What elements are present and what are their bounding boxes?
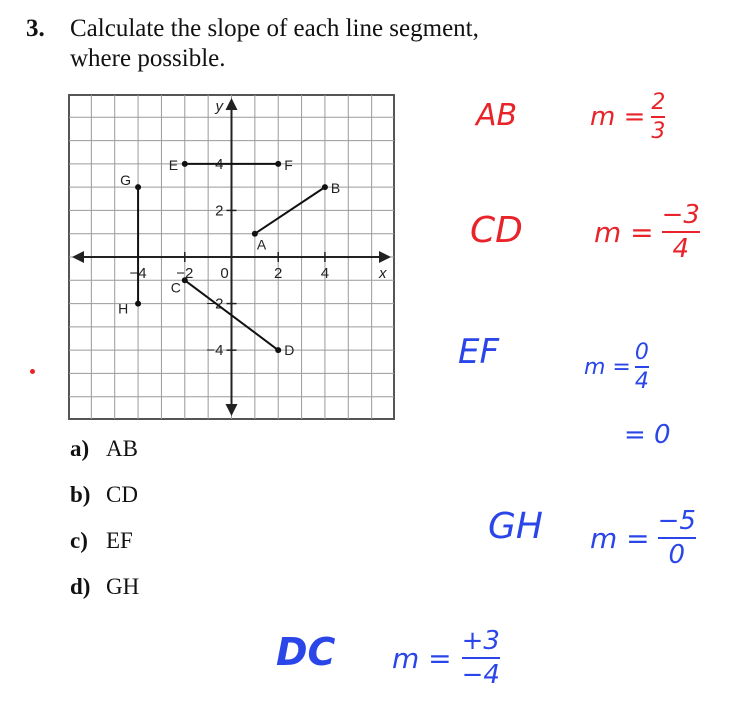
- answer-cd-label: CD: [470, 210, 523, 251]
- y-axis-label: y: [215, 98, 225, 115]
- x-tick-label: 2: [274, 265, 282, 282]
- answer-dc-m: m =: [392, 641, 452, 675]
- answer-cd-num: −3: [661, 200, 700, 230]
- y-tick-label: −4: [206, 342, 223, 359]
- answer-ab-slope: m = 2 3: [590, 90, 666, 144]
- answer-ab-num: 2: [651, 90, 666, 115]
- answer-ef-result: = 0: [624, 420, 671, 450]
- answer-gh-den: 0: [668, 540, 686, 570]
- answer-cd-m: m =: [594, 215, 654, 249]
- point-c: [181, 277, 188, 284]
- answer-dc-slope: m = +3 −4: [392, 626, 500, 690]
- fraction-bar: [651, 116, 666, 118]
- point-f: [275, 160, 282, 167]
- point-b: [321, 184, 328, 191]
- x-axis-arrow-right: [379, 251, 391, 263]
- answer-dc-den: −4: [461, 660, 500, 690]
- answer-cd-den: 4: [672, 234, 690, 264]
- answer-ef-num: 0: [634, 340, 649, 365]
- question: 3. Calculate the slope of each line segm…: [26, 14, 479, 44]
- part-a-text: AB: [106, 436, 138, 461]
- point-label-e: E: [169, 157, 178, 173]
- question-number: 3.: [26, 15, 45, 42]
- answer-dc-fraction: +3 −4: [461, 626, 500, 690]
- fraction-bar: [657, 537, 696, 539]
- answer-dc-num: +3: [461, 626, 500, 656]
- answer-cd-fraction: −3 4: [661, 200, 700, 264]
- answer-gh-num: −5: [657, 506, 696, 536]
- segment-cd: [184, 279, 279, 351]
- x-tick-label: 4: [321, 265, 329, 282]
- point-a: [251, 230, 258, 237]
- point-label-f: F: [284, 157, 293, 173]
- part-b: b) CD: [70, 482, 138, 508]
- point-label-d: D: [284, 342, 294, 358]
- point-e: [181, 160, 188, 167]
- part-c-text: EF: [106, 528, 133, 553]
- part-d-letter: d): [70, 574, 91, 599]
- answer-ab-m: m =: [590, 102, 646, 132]
- question-line-1: Calculate the slope of each line segment…: [70, 15, 479, 42]
- point-d: [275, 347, 282, 354]
- x-tick-label: 0: [220, 265, 228, 282]
- y-tick-label: 2: [215, 202, 223, 219]
- answer-cd-slope: m = −3 4: [594, 200, 700, 264]
- part-a: a) AB: [70, 436, 138, 462]
- x-axis-label: x: [378, 265, 387, 282]
- segment-ab: [254, 186, 326, 235]
- part-b-letter: b): [70, 482, 91, 507]
- answer-gh-fraction: −5 0: [657, 506, 696, 570]
- answer-ef-m: m =: [584, 354, 631, 380]
- fraction-bar: [661, 231, 700, 233]
- point-g: [135, 184, 142, 191]
- point-label-g: G: [120, 172, 131, 188]
- y-axis-arrow-up: [225, 98, 238, 110]
- point-label-h: H: [118, 301, 128, 317]
- answer-gh-m: m =: [590, 521, 650, 555]
- point-label-b: B: [331, 180, 340, 196]
- answer-ab-label: AB: [476, 98, 518, 133]
- point-label-c: C: [171, 279, 181, 295]
- fraction-bar: [634, 366, 649, 368]
- answer-dc-label: DC: [276, 630, 336, 674]
- question-line-2: where possible.: [70, 45, 226, 72]
- answer-gh-label: GH: [488, 506, 543, 547]
- part-a-letter: a): [70, 436, 90, 461]
- part-d: d) GH: [70, 574, 139, 600]
- part-c: c) EF: [70, 528, 133, 554]
- answer-ef-den: 4: [634, 369, 649, 394]
- part-c-letter: c): [70, 528, 88, 553]
- x-tick-label: −2: [176, 265, 193, 282]
- fraction-bar: [461, 657, 500, 659]
- answer-gh-slope: m = −5 0: [590, 506, 696, 570]
- point-h: [135, 300, 142, 307]
- x-axis-arrow-left: [72, 251, 84, 263]
- answer-ef-label: EF: [458, 332, 500, 372]
- answer-ef-fraction: 0 4: [634, 340, 649, 394]
- answer-ef-slope: m = 0 4: [584, 340, 649, 394]
- answer-ab-den: 3: [651, 119, 666, 144]
- stray-dot: [30, 369, 35, 374]
- answer-ab-fraction: 2 3: [651, 90, 666, 144]
- part-b-text: CD: [106, 482, 138, 507]
- point-label-a: A: [257, 237, 267, 253]
- y-axis-arrow-down: [225, 404, 238, 416]
- part-d-text: GH: [106, 574, 140, 599]
